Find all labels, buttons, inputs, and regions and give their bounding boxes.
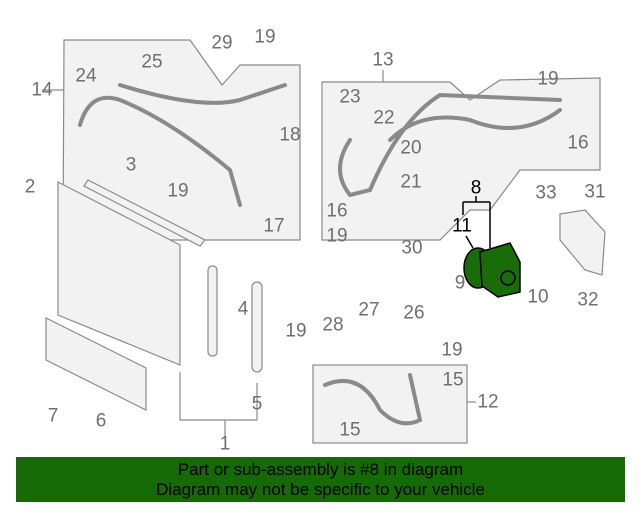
callout-13: 13 [372, 49, 394, 71]
callout-17: 17 [263, 215, 285, 237]
callout-26: 26 [403, 302, 425, 324]
callout-16: 16 [567, 132, 589, 154]
callout-19: 19 [254, 26, 276, 48]
hose-14 [78, 95, 242, 207]
callout-23: 23 [339, 86, 361, 108]
info-banner: Part or sub-assembly is #8 in diagram Di… [16, 457, 625, 502]
hose-13 [338, 92, 562, 198]
callout-7: 7 [47, 405, 59, 427]
callout-4: 4 [237, 298, 249, 320]
callout-21: 21 [400, 171, 422, 193]
callout-16: 16 [326, 200, 348, 222]
callout-19: 19 [167, 180, 189, 202]
callout-18: 18 [279, 124, 301, 146]
condenser [57, 181, 181, 366]
callout-3: 3 [125, 154, 137, 176]
callout-27: 27 [358, 299, 380, 321]
callout-30: 30 [401, 237, 423, 259]
callout-19: 19 [285, 320, 307, 342]
dryer-tube-5 [251, 281, 263, 373]
callout-28: 28 [322, 314, 344, 336]
panel-6 [45, 317, 147, 411]
compressor-8 [463, 242, 521, 298]
dryer-tube-4 [207, 265, 218, 357]
hose-12 [323, 373, 423, 426]
hose-group-12-panel [312, 364, 468, 444]
callout-6: 6 [95, 410, 107, 432]
heat-shield-31 [559, 209, 606, 276]
strip-3 [83, 179, 206, 247]
callout-10: 10 [527, 286, 549, 308]
callout-15: 15 [442, 369, 464, 391]
callout-5: 5 [251, 393, 263, 415]
callout-29: 29 [211, 32, 233, 54]
callout-25: 25 [141, 51, 163, 73]
callout-1: 1 [219, 433, 231, 455]
leader-lines [42, 70, 476, 440]
callout-9: 9 [454, 272, 466, 294]
callout-19: 19 [537, 68, 559, 90]
banner-line-2: Diagram may not be specific to your vehi… [156, 480, 485, 499]
callout-14: 14 [31, 79, 53, 101]
callout-24: 24 [75, 65, 97, 87]
callout-31: 31 [584, 181, 606, 203]
callout-19: 19 [441, 339, 463, 361]
hose-13b [388, 108, 562, 142]
callout-33: 33 [535, 182, 557, 204]
callout-2: 2 [24, 176, 36, 198]
callout-11: 11 [452, 215, 472, 237]
banner-line-1: Part or sub-assembly is #8 in diagram [177, 460, 464, 479]
callout-22: 22 [373, 107, 395, 129]
callout-19: 19 [326, 225, 348, 247]
callout-12: 12 [477, 391, 499, 413]
hose-14b [118, 83, 287, 105]
callout-8: 8 [470, 177, 482, 199]
callout-15: 15 [339, 419, 361, 441]
callout-20: 20 [400, 137, 422, 159]
callout-32: 32 [577, 289, 599, 311]
callout-8-lines [462, 196, 491, 249]
